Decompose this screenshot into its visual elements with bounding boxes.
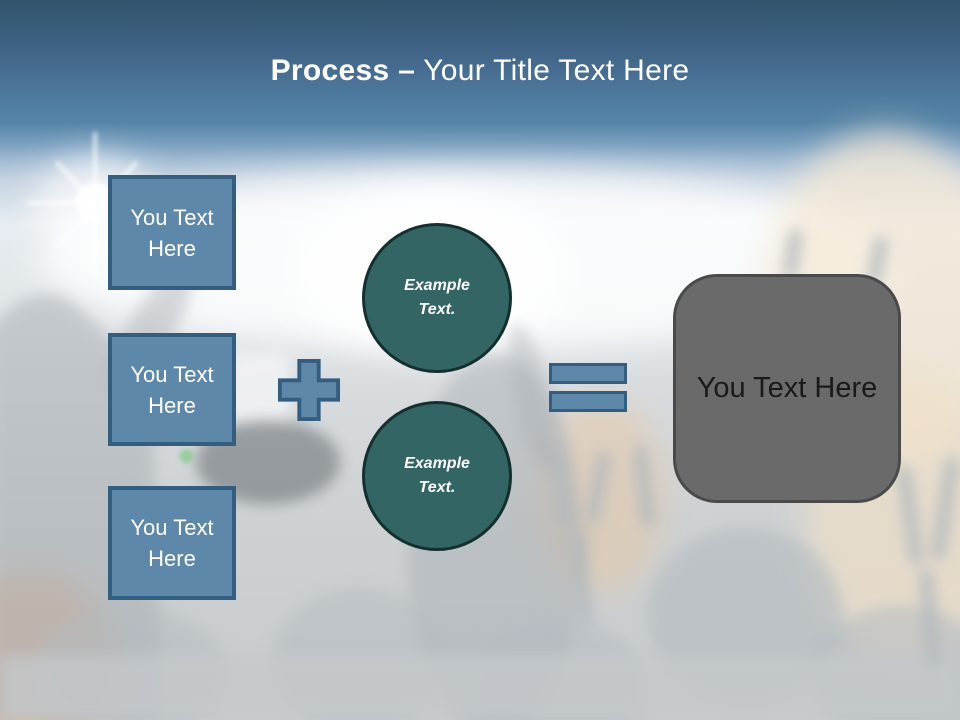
slide-title-text: Your Title Text Here [423, 54, 690, 87]
placeholder-line: Example [404, 455, 470, 472]
process-box-2[interactable]: You Text Here [108, 333, 236, 446]
placeholder-line: Text. [418, 479, 456, 496]
result-label: You Text Here [696, 372, 878, 404]
placeholder-line: You Text [130, 361, 214, 387]
slide-title-emphasis: Process [270, 54, 390, 87]
placeholder-line: You Text [130, 204, 214, 230]
equals-bar-bottom [549, 391, 627, 412]
raised-hands [549, 229, 959, 667]
equals-bar-top [549, 363, 627, 384]
placeholder-line: Here [148, 392, 196, 418]
example-circle-1[interactable]: Example Text. [362, 223, 512, 373]
placeholder-line: Here [148, 546, 196, 571]
placeholder-line: You Text [130, 515, 214, 540]
green-light-dot [179, 449, 193, 463]
placeholder-line: Example [404, 277, 470, 294]
result-box[interactable]: You Text Here [673, 274, 901, 503]
equals-icon [549, 363, 627, 412]
placeholder-line: Here [148, 235, 196, 261]
placeholder-line: Text. [418, 301, 456, 318]
example-circle-2[interactable]: Example Text. [362, 401, 512, 551]
process-box-3[interactable]: You Text Here [108, 486, 236, 600]
slide-title[interactable]: Process – Your Title Text Here [0, 54, 960, 88]
slide-title-separator: – [398, 54, 416, 87]
process-box-1[interactable]: You Text Here [108, 175, 236, 290]
plus-icon [277, 358, 341, 422]
